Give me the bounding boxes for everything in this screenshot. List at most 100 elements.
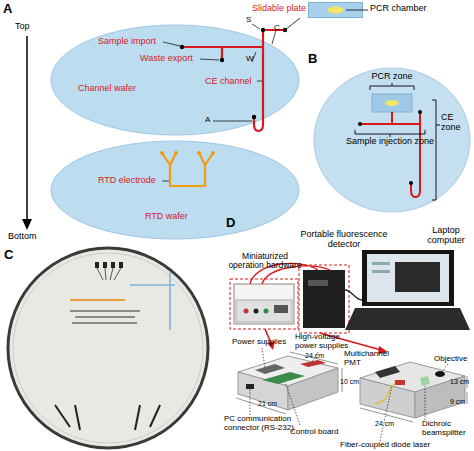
box-top bbox=[360, 362, 465, 392]
slidable-plate: Slidable plate bbox=[308, 2, 363, 18]
component-label: Multichannel PMT bbox=[344, 350, 392, 368]
rect-shape bbox=[309, 3, 363, 18]
part-label: CE channel bbox=[205, 77, 259, 87]
leader-line bbox=[250, 348, 318, 425]
component-label: Power supplies bbox=[232, 338, 294, 347]
box-left bbox=[360, 378, 415, 418]
engraved-text bbox=[75, 316, 135, 318]
part-label: Sample import bbox=[98, 37, 164, 47]
node-outline bbox=[308, 2, 363, 18]
panel-letter: C bbox=[4, 248, 18, 262]
port-label: W bbox=[246, 55, 258, 64]
arrow-head bbox=[22, 219, 32, 230]
microchannel bbox=[360, 112, 420, 197]
software-widget bbox=[372, 262, 390, 265]
component-label: Objective bbox=[434, 355, 474, 364]
diode-laser bbox=[395, 380, 405, 385]
zone-label: PCR zone bbox=[367, 72, 417, 82]
control-board bbox=[262, 372, 305, 384]
component-label: PC communication connector (RS-232) bbox=[224, 415, 294, 433]
software-window bbox=[395, 262, 440, 292]
zone-label: Sample injection zone bbox=[340, 137, 440, 147]
wafer-ellipse: Channel wafer bbox=[50, 24, 300, 136]
hardware-front bbox=[236, 300, 292, 322]
node-label: Channel wafer bbox=[78, 84, 150, 94]
dichroic-mirror bbox=[420, 376, 430, 386]
port-label: A bbox=[205, 116, 215, 125]
pcr-chamber bbox=[385, 100, 399, 106]
port bbox=[283, 28, 287, 32]
knob bbox=[264, 309, 269, 314]
box-top bbox=[238, 356, 338, 386]
node-outline bbox=[50, 24, 300, 136]
connector bbox=[246, 384, 254, 389]
cable bbox=[345, 290, 362, 300]
channel-trace bbox=[130, 272, 175, 330]
pcr-chamber bbox=[328, 7, 344, 14]
contact-pad bbox=[111, 262, 115, 268]
component-label: Fiber-coupled diode laser bbox=[340, 441, 450, 450]
contact-pad bbox=[103, 262, 107, 268]
dimension-label: 9 cm bbox=[450, 398, 474, 406]
wafer-rim bbox=[13, 253, 203, 443]
objective-lens bbox=[435, 371, 445, 377]
optical-fiber bbox=[375, 383, 395, 404]
laptop-display bbox=[367, 254, 449, 302]
pcr-chamber-plate bbox=[372, 94, 412, 112]
laptop-screen bbox=[362, 250, 454, 306]
dimension-label: 21 cm bbox=[258, 400, 284, 408]
knob bbox=[244, 309, 249, 314]
hv-supply bbox=[300, 360, 326, 367]
device-label: Miniaturized operation hardware bbox=[224, 252, 306, 271]
zoom-frame bbox=[299, 265, 349, 333]
pcr-link-line bbox=[285, 18, 300, 30]
contact-pad bbox=[95, 262, 99, 268]
panel-b-art bbox=[314, 68, 470, 212]
panel-letter: D bbox=[226, 216, 240, 230]
arrow-shaft bbox=[26, 36, 28, 221]
node-outline bbox=[50, 140, 300, 240]
component-label: High-voltage power supplies bbox=[295, 333, 357, 351]
panel-d-art bbox=[230, 250, 470, 441]
panel-letter: B bbox=[308, 52, 322, 66]
component-label: Dichroic beamsplitter bbox=[422, 420, 474, 438]
part-label: Waste export bbox=[140, 54, 200, 64]
engraved-text bbox=[72, 322, 137, 324]
ellipse-shape bbox=[51, 25, 299, 135]
power-supply bbox=[255, 364, 285, 374]
engraved-text bbox=[70, 310, 140, 312]
port-label: C bbox=[274, 24, 284, 33]
port bbox=[358, 122, 362, 126]
software-widget bbox=[372, 270, 390, 273]
wafer-outline bbox=[314, 68, 470, 212]
orange-trace bbox=[70, 299, 125, 301]
laptop-keyboard bbox=[345, 308, 470, 330]
wafer-photo bbox=[8, 248, 208, 448]
component-label: Control board bbox=[290, 428, 346, 437]
detector-detail bbox=[308, 280, 328, 286]
panel-letter: A bbox=[3, 2, 17, 16]
direction-label: Bottom bbox=[8, 232, 48, 242]
port-label: S bbox=[246, 16, 256, 25]
dimension-label: 13 cm bbox=[450, 378, 474, 386]
panel-c-art bbox=[8, 248, 208, 448]
part-label: RTD electrode bbox=[98, 176, 162, 186]
node-label: RTD wafer bbox=[145, 212, 205, 222]
dimension-label: 24 cm bbox=[305, 352, 331, 360]
electrode-trace bbox=[55, 405, 160, 430]
box-left bbox=[238, 372, 288, 410]
box-right bbox=[288, 368, 338, 410]
device-label: Portable fluorescence detector bbox=[296, 230, 392, 250]
dimension-line bbox=[236, 352, 342, 414]
hardware-case bbox=[234, 284, 294, 324]
port bbox=[261, 28, 265, 32]
ellipse-shape bbox=[51, 141, 299, 239]
part-label: PCR chamber bbox=[370, 4, 442, 14]
device-label: Laptop computer bbox=[418, 226, 474, 246]
display bbox=[274, 305, 288, 313]
wafer-ellipse: RTD wafer bbox=[50, 140, 300, 240]
port bbox=[418, 110, 422, 114]
port bbox=[409, 181, 413, 185]
dimension-label: 24 cm bbox=[375, 420, 401, 428]
